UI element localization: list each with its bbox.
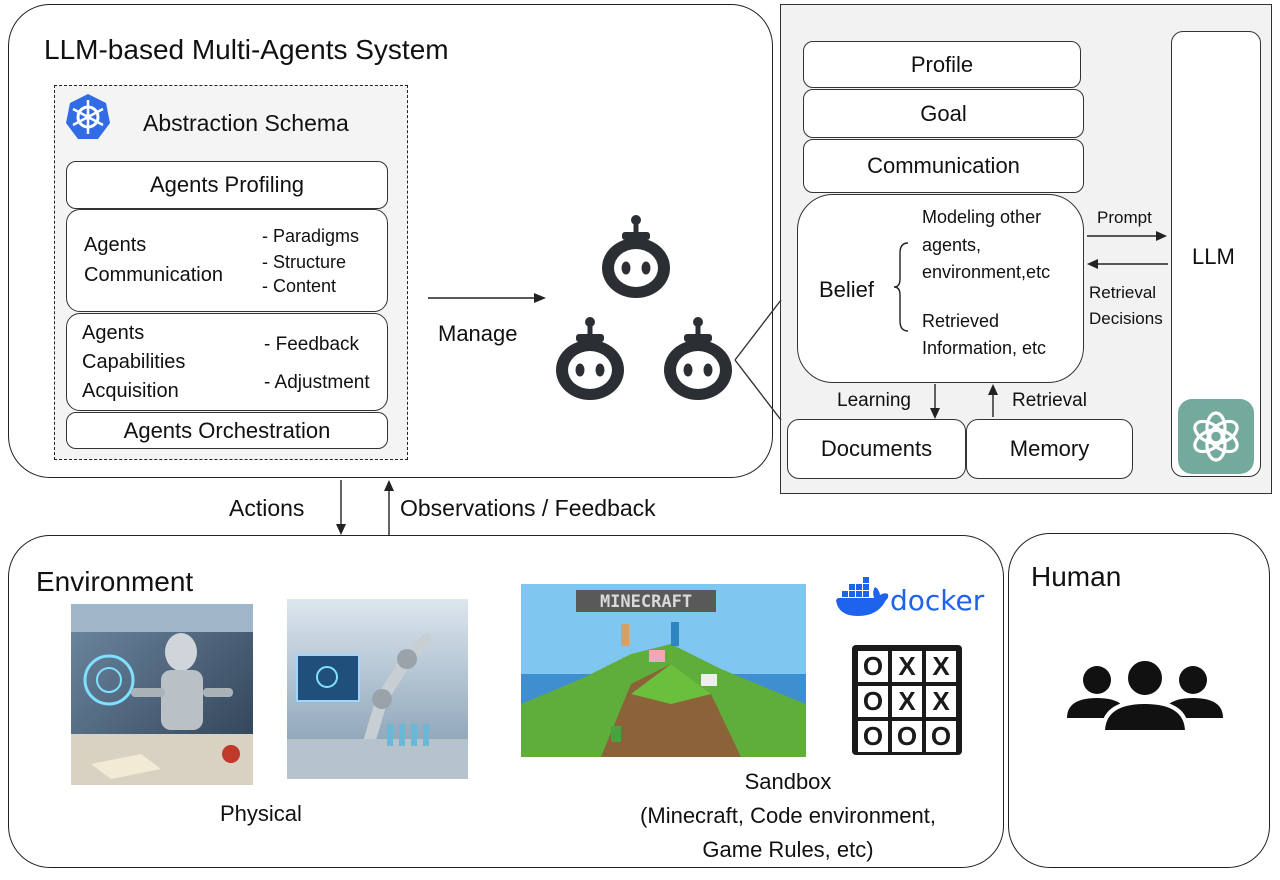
- goal-label: Goal: [920, 100, 967, 126]
- manage-label: Manage: [438, 321, 518, 346]
- profile-box: Profile: [803, 41, 1081, 88]
- belief-brace: [893, 242, 909, 332]
- minecraft-image: MINECRAFT: [521, 584, 806, 757]
- mas-title: LLM-based Multi-Agents System: [44, 34, 449, 65]
- comm-title-line2: Communication: [84, 264, 223, 286]
- physical-lab-image: [287, 599, 468, 779]
- comm-item-structure: - Structure: [262, 252, 347, 272]
- belief-box: Belief Modeling other agents, environmen…: [797, 194, 1084, 383]
- tictactoe-cell: X: [926, 651, 956, 682]
- agents-capabilities-box: Agents Capabilities Acquisition - Feedba…: [66, 313, 388, 411]
- memory-box: Memory: [966, 419, 1133, 479]
- schema-title: Abstraction Schema: [143, 110, 349, 136]
- retrieval-label: Retrieval: [1012, 390, 1087, 411]
- agents-orchestration-label: Agents Orchestration: [123, 417, 331, 443]
- robot-icon: [556, 317, 624, 400]
- cap-line3: Acquisition: [82, 380, 179, 402]
- tictactoe-cell: X: [892, 651, 922, 682]
- belief-item-b1: Retrieved: [922, 311, 1000, 331]
- retrieval-decisions-line2: Decisions: [1089, 309, 1163, 328]
- retrieval-decisions-line1: Retrieval: [1089, 283, 1157, 302]
- tictactoe-cell: O: [892, 721, 922, 752]
- learning-label: Learning: [837, 390, 911, 411]
- goal-box: Goal: [803, 89, 1084, 138]
- people-icon: [1067, 657, 1223, 734]
- tictactoe-cell: O: [858, 686, 888, 717]
- openai-icon: [1178, 399, 1254, 474]
- documents-box: Documents: [787, 419, 966, 479]
- physical-label: Physical: [220, 801, 302, 826]
- belief-item-a1: Modeling other: [922, 207, 1042, 227]
- agents-profiling-box: Agents Profiling: [66, 161, 388, 209]
- physical-robot-image: [71, 604, 253, 785]
- belief-label: Belief: [819, 277, 875, 302]
- comm-item-paradigms: - Paradigms: [262, 226, 360, 246]
- llm-label: LLM: [1192, 244, 1235, 269]
- sandbox-line3: Game Rules, etc): [702, 837, 874, 862]
- sandbox-line2: (Minecraft, Code environment,: [640, 803, 936, 828]
- actions-label: Actions: [229, 495, 305, 521]
- agents-orchestration-box: Agents Orchestration: [66, 412, 388, 449]
- communication-box: Communication: [803, 139, 1084, 193]
- human-title: Human: [1031, 561, 1122, 592]
- belief-item-b2: Information, etc: [922, 338, 1047, 358]
- environment-title: Environment: [36, 566, 194, 597]
- sandbox-caption: Sandbox (Minecraft, Code environment, Ga…: [590, 765, 986, 867]
- prompt-label: Prompt: [1097, 208, 1152, 227]
- agents-communication-box: Agents Communication - Paradigms - Struc…: [66, 209, 388, 312]
- kubernetes-icon: [66, 94, 110, 139]
- memory-label: Memory: [1009, 436, 1090, 461]
- cap-line1: Agents: [82, 322, 145, 344]
- minecraft-logo: MINECRAFT: [600, 592, 692, 612]
- comm-title-line1: Agents: [84, 234, 147, 256]
- agents-profiling-label: Agents Profiling: [149, 172, 305, 197]
- documents-label: Documents: [820, 436, 933, 461]
- tictactoe-cell: O: [858, 721, 888, 752]
- tictactoe-cell: O: [926, 721, 956, 752]
- cap-line2: Capabilities: [82, 351, 186, 373]
- tictactoe-cell: O: [858, 651, 888, 682]
- communication-label: Communication: [867, 153, 1020, 178]
- tictactoe-cell: X: [926, 686, 956, 717]
- cap-item-feedback: - Feedback: [264, 334, 360, 355]
- robot-icon: [664, 317, 732, 400]
- tictactoe-board: O X X O X X O O O: [852, 645, 962, 755]
- tictactoe-cell: X: [892, 686, 922, 717]
- sandbox-line1: Sandbox: [744, 769, 832, 794]
- observations-label: Observations / Feedback: [400, 495, 656, 521]
- cap-item-adjustment: - Adjustment: [264, 372, 370, 393]
- belief-item-a3: environment,etc: [922, 262, 1051, 282]
- docker-icon: [836, 577, 889, 616]
- docker-logo: docker: [890, 584, 985, 617]
- robot-icon: [602, 215, 670, 298]
- belief-item-a2: agents,: [922, 235, 982, 255]
- profile-label: Profile: [910, 51, 974, 77]
- comm-item-content: - Content: [262, 276, 337, 296]
